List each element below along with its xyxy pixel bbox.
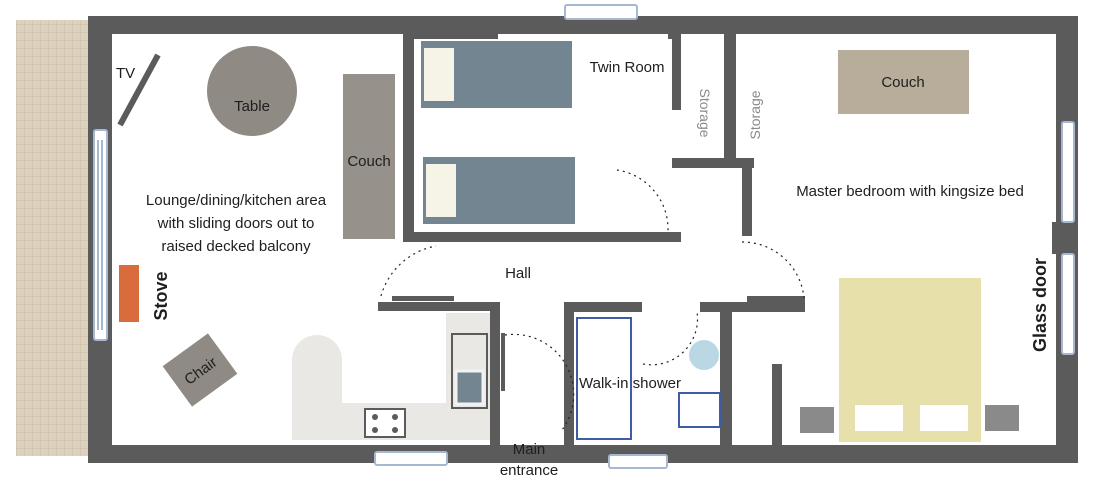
main-entrance-label-line2: entrance xyxy=(500,462,558,479)
balcony-deck xyxy=(16,20,90,456)
chair: Chair xyxy=(162,333,238,407)
interior-walls xyxy=(378,34,1078,447)
storage-label-1: Storage xyxy=(697,88,713,137)
toilet xyxy=(678,392,721,428)
kitchen-sink xyxy=(451,333,488,409)
wash-basin xyxy=(689,340,719,370)
outer-walls xyxy=(88,16,1078,463)
nightstand-right xyxy=(985,405,1019,431)
twin-bed-1 xyxy=(421,41,572,108)
main-entrance-label-line1: Main xyxy=(513,441,546,458)
glass-door-panes xyxy=(1061,121,1075,355)
stove-label: Stove xyxy=(151,271,171,320)
walk-in-shower xyxy=(576,317,632,440)
twin-room-label: Twin Room xyxy=(589,59,664,76)
lounge-label-line2: with sliding doors out to xyxy=(157,215,315,232)
stove xyxy=(119,265,139,322)
master-bedroom-label: Master bedroom with kingsize bed xyxy=(796,183,1024,200)
door-swings xyxy=(380,169,805,431)
tv-icon xyxy=(117,53,161,127)
entrance-door-leaf xyxy=(501,333,505,391)
master-couch-label: Couch xyxy=(881,74,924,91)
lounge-label-line1: Lounge/dining/kitchen area xyxy=(146,192,327,209)
lounge-couch-label: Couch xyxy=(347,153,390,170)
sliding-doors xyxy=(93,129,108,341)
nightstand-left xyxy=(800,407,834,433)
walk-in-shower-label: Walk-in shower xyxy=(579,375,681,392)
master-couch xyxy=(838,50,969,114)
twin-bed-2 xyxy=(423,157,575,224)
lounge-label-line3: raised decked balcony xyxy=(161,238,311,255)
table-label: Table xyxy=(234,98,270,115)
cooktop xyxy=(364,408,406,438)
hall-label: Hall xyxy=(505,265,531,282)
king-bed xyxy=(839,278,981,442)
glass-door-label: Glass door xyxy=(1030,258,1050,352)
tv-label: TV xyxy=(116,65,135,82)
lounge-couch xyxy=(343,74,395,239)
storage-label-2: Storage xyxy=(747,90,763,139)
windows xyxy=(374,4,668,469)
dining-table xyxy=(207,46,297,136)
